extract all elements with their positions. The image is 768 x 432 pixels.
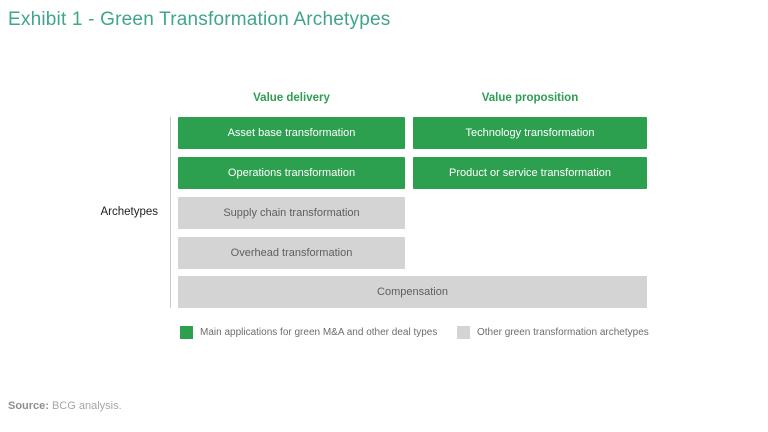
archetype-box-product-or-service-transformation: Product or service transformation	[413, 157, 647, 189]
legend-item-main-applications: Main applications for green M&A and othe…	[180, 326, 437, 339]
archetype-box-technology-transformation: Technology transformation	[413, 117, 647, 149]
exhibit-title: Exhibit 1 - Green Transformation Archety…	[8, 9, 391, 30]
legend-item-other-archetypes: Other green transformation archetypes	[457, 326, 649, 339]
column-header-value-delivery: Value delivery	[253, 92, 330, 104]
archetype-box-overhead-transformation: Overhead transformation	[178, 237, 405, 269]
legend-label-main-applications: Main applications for green M&A and othe…	[200, 327, 438, 338]
archetypes-axis-line	[170, 117, 171, 308]
source-text: BCG analysis.	[51, 400, 122, 412]
legend-swatch-green-icon	[180, 326, 193, 339]
column-header-value-proposition: Value proposition	[481, 92, 579, 104]
legend-swatch-gray-icon	[457, 326, 470, 339]
archetype-box-compensation: Compensation	[178, 276, 647, 308]
archetypes-axis-label: Archetypes	[100, 206, 158, 218]
archetype-box-operations-transformation: Operations transformation	[178, 157, 405, 189]
source-note: Source:BCG analysis.	[8, 400, 122, 412]
source-prefix: Source:	[8, 400, 49, 412]
legend-label-other-archetypes: Other green transformation archetypes	[477, 327, 649, 338]
archetype-box-supply-chain-transformation: Supply chain transformation	[178, 197, 405, 229]
archetype-box-asset-base-transformation: Asset base transformation	[178, 117, 405, 149]
